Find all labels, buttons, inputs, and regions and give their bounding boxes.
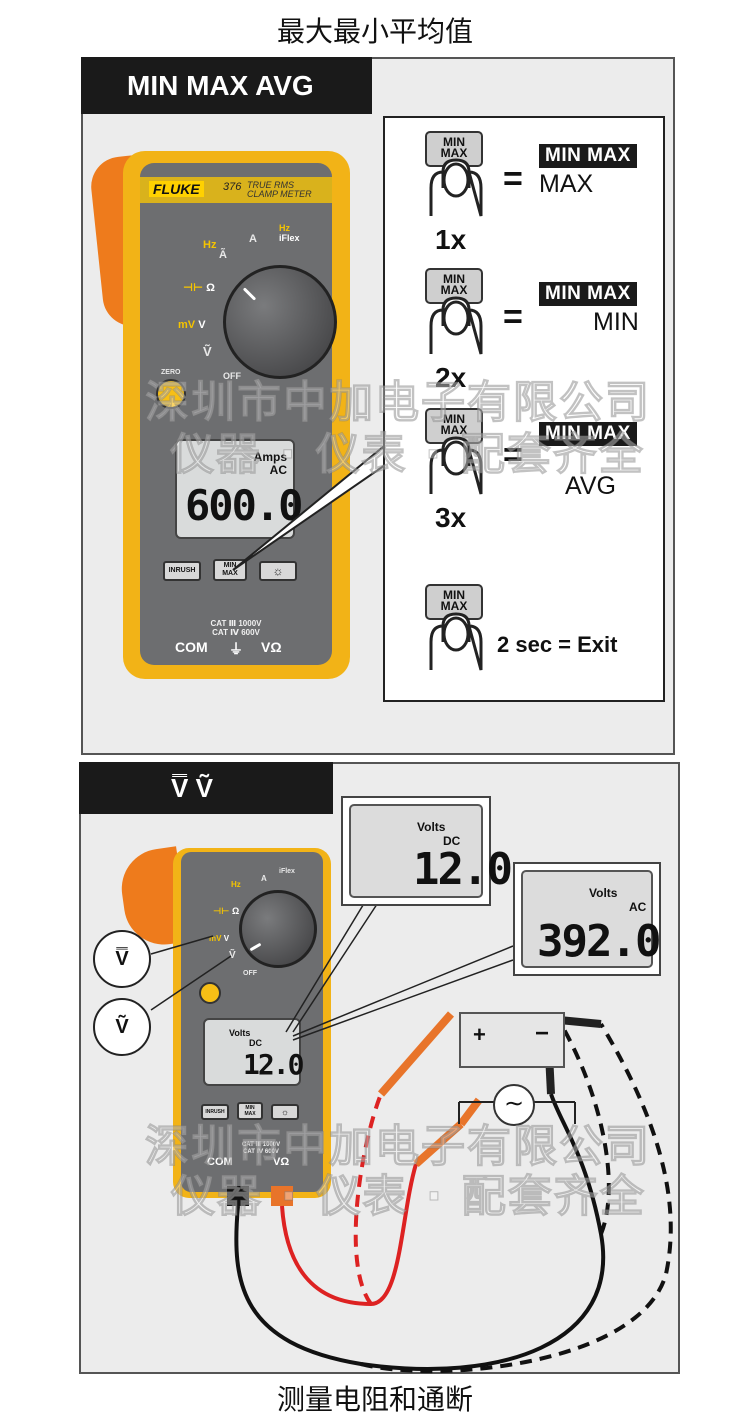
ac-source-icon: ∼ [493,1084,535,1126]
display-value: 392.0 [537,916,661,967]
press-count-2: 2x [435,362,467,393]
finger-press-icon [429,158,483,217]
rotary-dial[interactable] [239,890,317,968]
ac-volts-bubble: Ṽ [93,998,151,1056]
press-count-1: 1x [435,224,467,255]
off-label: OFF [223,371,241,381]
v-ac-icon: Ṽ [115,1016,129,1038]
vohm-jack-label: VΩ [261,639,282,655]
inrush-button[interactable]: INRUSH [163,561,201,581]
switch-label-iflex: iFlex [279,868,295,875]
min-max-avg-banner: MIN MAX AVG [81,57,372,114]
equals-sign: = [503,298,523,336]
equals-sign: = [503,436,523,474]
switch-label-mv: mV V [209,934,230,943]
switch-label-v-ac: Ṽ [229,950,236,961]
battery-icon: + − [459,1012,565,1068]
display-value: 600.0 [185,481,303,530]
switch-label-mv: mV V [178,319,206,331]
banner-title: MIN MAX AVG [127,70,314,101]
display-value: 12.0 [413,844,513,895]
model-number: 376 [223,181,242,193]
switch-label-a-dc: A [261,874,267,883]
equals-sign: = [503,160,523,198]
finger-press-icon [429,436,483,495]
page-title-top: 最大最小平均值 [276,15,473,48]
min-max-tag-3: MIN MAX [539,422,637,446]
battery-minus: − [535,1020,550,1047]
switch-label-v-ac: Ṽ [203,344,212,359]
exit-instruction: 2 sec = Exit [497,632,618,657]
fluke-logo: FLUKE [149,181,204,197]
switch-label-cap: ⊣⊢ Ω [183,282,215,294]
off-label: OFF [243,970,257,977]
switch-label-hz: Hz [203,239,217,251]
battery-plus: + [473,1022,486,1047]
min-max-tag-2: MIN MAX [539,282,637,306]
press-count-3: 3x [435,502,467,533]
rotary-dial[interactable] [223,265,337,379]
mode-max: MAX [539,170,594,198]
zero-label: ZERO [161,369,181,376]
banner-title: V̿ Ṽ [171,773,213,803]
com-jack-label: COM [175,639,208,655]
min-max-tag-1: MIN MAX [539,144,637,168]
voltage-banner: V̿ Ṽ [79,762,333,814]
v-dc-icon: V̿ [115,948,129,970]
wiring-diagram [150,891,673,1374]
switch-label-cap: ⊣⊢ Ω [213,906,240,916]
vohm-jack-label: VΩ [273,1156,290,1168]
dc-volts-bubble: V̿ [93,930,151,988]
switch-label-a-ac: Ã [219,249,227,261]
mode-min: MIN [593,308,639,336]
sun-icon: ☼ [272,564,284,578]
sun-icon: ☼ [280,1107,290,1117]
switch-label-hz: Hz [231,880,241,889]
finger-press-icon [429,296,483,355]
com-jack-label: COM [207,1156,233,1168]
ground-icon: ⏚ [229,641,243,657]
inrush-button[interactable]: INRUSH [201,1104,229,1120]
meter-face [140,163,332,665]
finger-press-icon [429,612,483,671]
backlight-button[interactable]: ☼ [259,561,297,581]
backlight-button[interactable]: ☼ [271,1104,299,1120]
watermark-line-2: 仪器 · 仪表 · 配套齐全 [170,429,645,481]
display-value: 12.0 [243,1048,304,1081]
watermark-line-2: 仪器 · 仪表 · 配套齐全 [171,1171,646,1223]
watermark-line-1: 深圳市中加电子有限公司 [145,377,651,429]
zero-button[interactable] [199,982,221,1004]
switch-label-a-dc: A [249,233,257,245]
zero-button[interactable] [156,379,186,409]
watermark-line-1: 深圳市中加电子有限公司 [145,1121,651,1173]
page-title-bottom: 测量电阻和通断 [276,1383,473,1415]
mode-avg: AVG [565,472,616,500]
